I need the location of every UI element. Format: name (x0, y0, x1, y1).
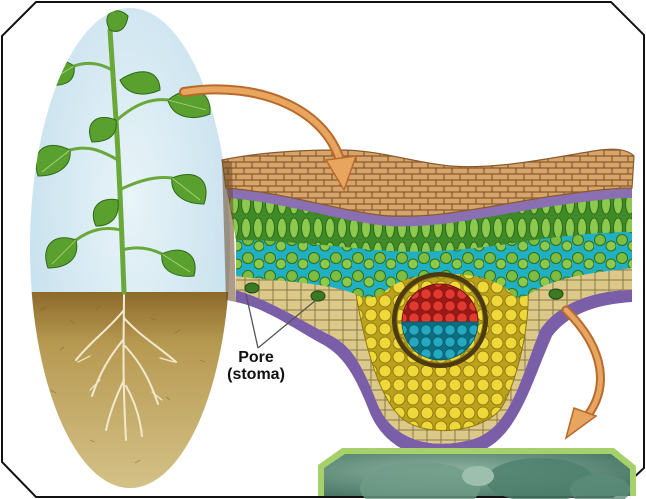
vascular-bundle (392, 272, 488, 368)
pore-label: Pore (206, 349, 306, 366)
stoma-label: (stoma) (206, 366, 306, 383)
stoma-micrograph-inset (318, 448, 636, 499)
